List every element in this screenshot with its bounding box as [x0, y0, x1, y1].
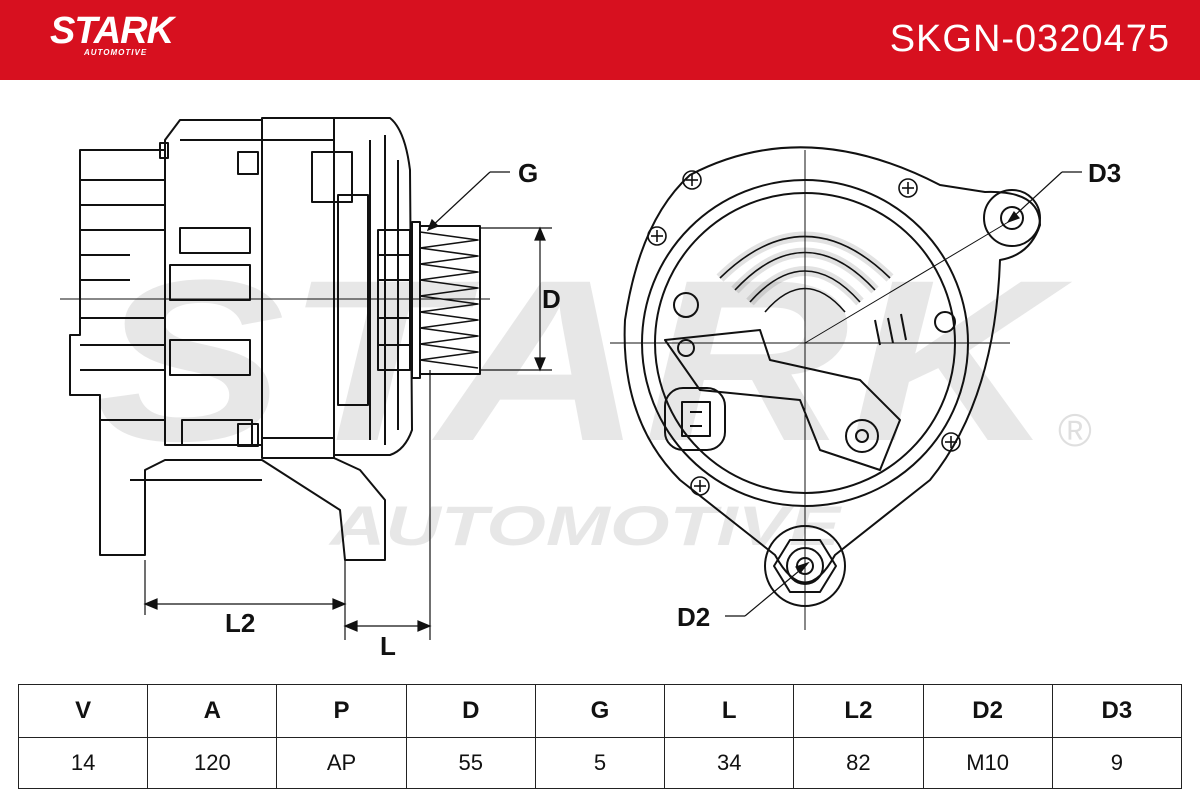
- header-bar: STARK AUTOMOTIVE SKGN-0320475: [0, 0, 1200, 80]
- mount-nut-d2: [773, 539, 837, 593]
- spec-value: 14: [17, 737, 149, 789]
- spec-value: 82: [793, 737, 924, 789]
- rear-view: [610, 146, 1041, 630]
- connector-plug: [664, 387, 726, 451]
- part-number: SKGN-0320475: [889, 18, 1170, 60]
- spec-header: P: [276, 684, 407, 738]
- alternator-diagram: STARK AUTOMOTIVE ®: [60, 117, 1121, 661]
- brand-subtitle: AUTOMOTIVE: [84, 48, 148, 57]
- spec-header: G: [534, 684, 666, 738]
- side-view: [60, 117, 490, 561]
- label-D3: D3: [1088, 158, 1121, 188]
- label-D2: D2: [677, 602, 710, 632]
- screws: [647, 170, 961, 496]
- spec-value-row: 14 120 AP 55 5 34 82 M10 9: [17, 737, 1183, 789]
- front-housing: [333, 117, 413, 456]
- spec-value: AP: [276, 737, 407, 789]
- rear-outline: [623, 146, 1041, 584]
- watermark-sub: AUTOMOTIVE: [327, 494, 842, 557]
- label-G: G: [518, 158, 538, 188]
- spec-header: L: [664, 684, 795, 738]
- spec-value: 9: [1051, 737, 1183, 789]
- spec-value: 55: [405, 737, 536, 789]
- spec-value: M10: [922, 737, 1053, 789]
- spec-header: L2: [793, 684, 924, 738]
- spec-header-row: V A P D G L L2 D2 D3: [17, 684, 1183, 738]
- rear-dimensions: [725, 171, 1082, 617]
- spec-table: V A P D G L L2 D2 D3 14 120 AP 55 5 34 8…: [17, 684, 1183, 789]
- spec-header: D: [405, 684, 536, 738]
- label-L2: L2: [225, 608, 255, 638]
- spec-header: A: [147, 684, 278, 738]
- mounting-foot: [99, 420, 386, 561]
- registered-mark: ®: [1058, 404, 1092, 456]
- side-dimensions: [143, 171, 552, 640]
- spec-value: 120: [147, 737, 278, 789]
- spec-header: D3: [1051, 684, 1183, 738]
- spec-value: 5: [534, 737, 666, 789]
- label-L: L: [380, 631, 396, 661]
- spec-value: 34: [664, 737, 795, 789]
- watermark: STARK AUTOMOTIVE: [95, 232, 1073, 557]
- spec-header: V: [17, 684, 149, 738]
- brand-name: STARK: [50, 10, 174, 52]
- brand-logo: STARK AUTOMOTIVE: [50, 10, 174, 57]
- mount-ear-d3: [983, 189, 1041, 247]
- pulley: [411, 221, 481, 379]
- rear-inner-ring: [654, 192, 956, 494]
- label-D: D: [542, 284, 561, 314]
- spec-header: D2: [922, 684, 1053, 738]
